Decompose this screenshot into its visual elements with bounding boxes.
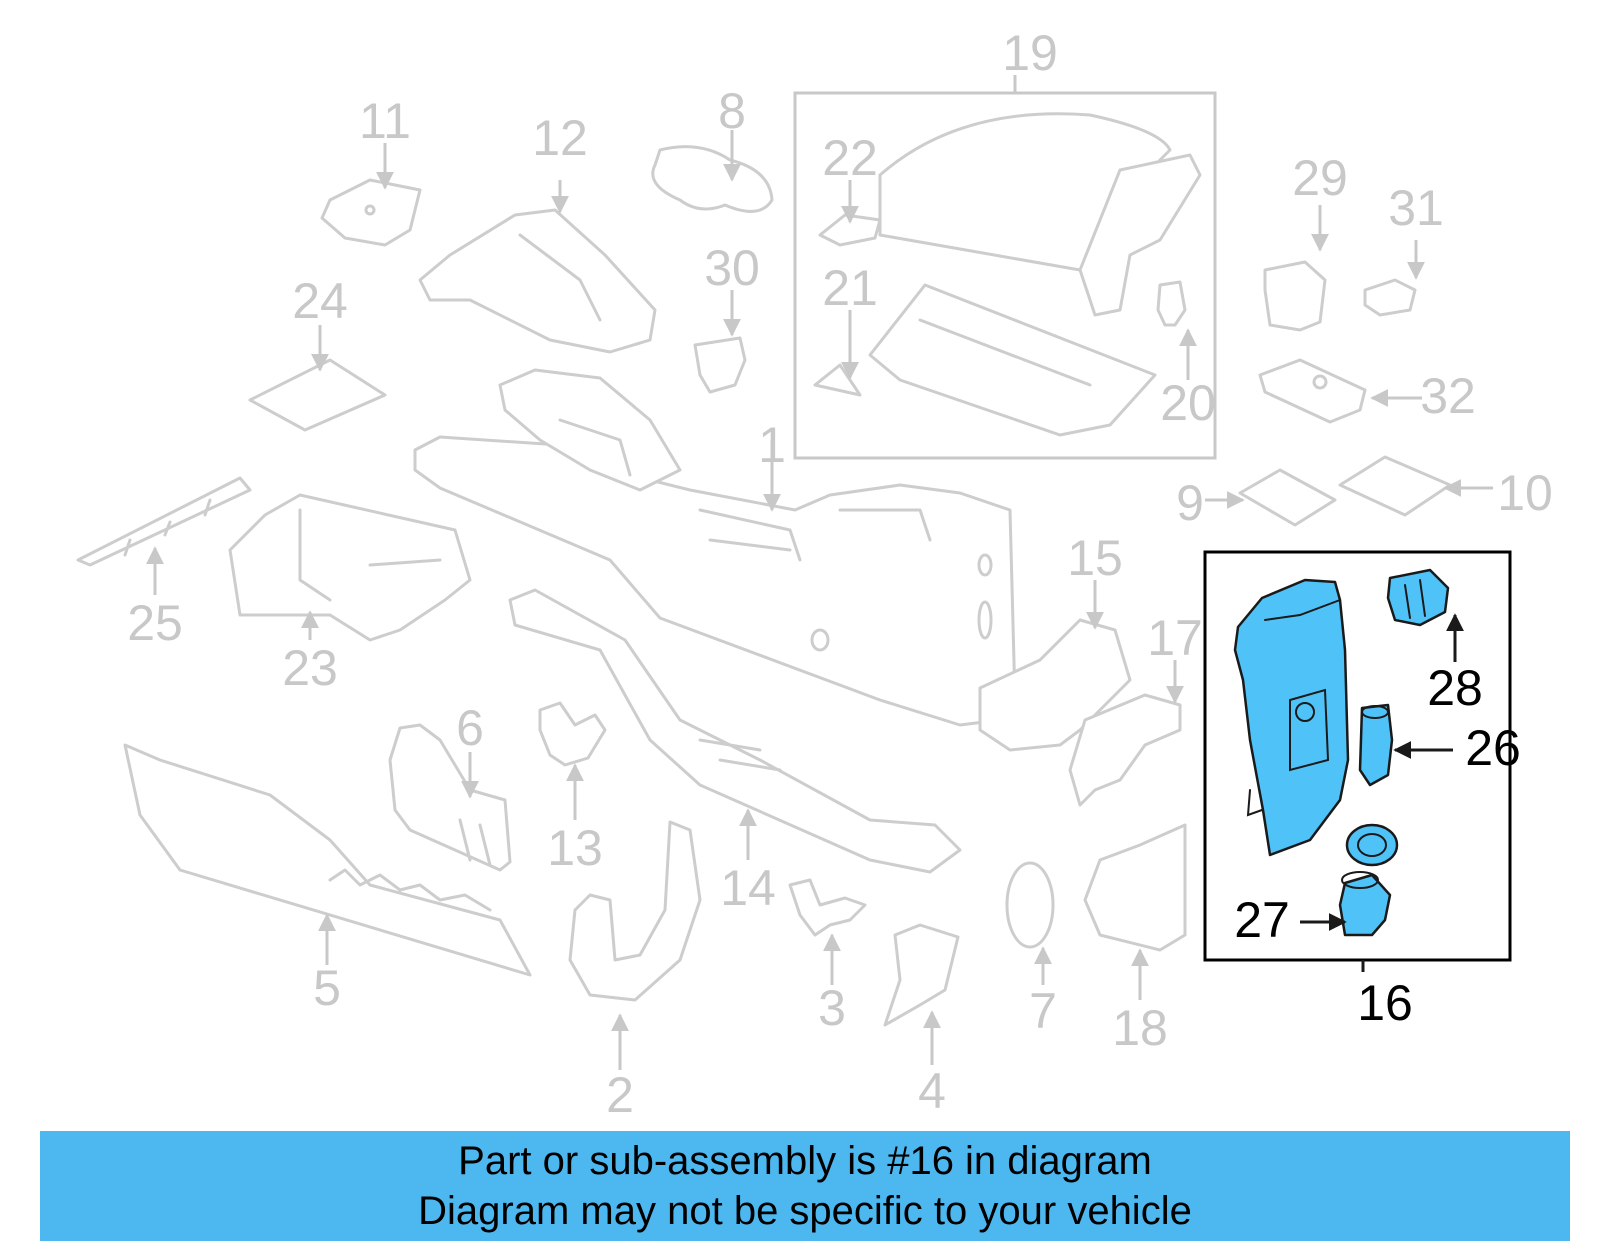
part-1-console[interactable] [413,368,1017,727]
callout-3: 3 [818,980,846,1036]
part-25-strip[interactable] [76,476,252,567]
callout-7: 7 [1029,983,1057,1039]
part-20-bumper[interactable] [1156,280,1187,327]
part-4-panel[interactable] [883,923,960,1027]
callout-30: 30 [704,240,760,296]
part-32-bracket[interactable] [1258,358,1367,424]
part-2-side-trim[interactable] [568,820,702,1002]
banner-line-2: Diagram may not be specific to your vehi… [418,1189,1192,1233]
callout-15: 15 [1067,530,1123,586]
callout-13: 13 [547,820,603,876]
part-26-socket-highlighted[interactable] [1358,703,1394,787]
callout-23: 23 [282,640,338,696]
part-22-pad[interactable] [818,213,882,247]
info-banner: Part or sub-assembly is #16 in diagram D… [40,1131,1570,1241]
callout-19: 19 [1002,25,1058,81]
part-3-bracket[interactable] [788,878,867,937]
callout-21: 21 [822,260,878,316]
callout-25: 25 [127,595,183,651]
callout-31: 31 [1388,180,1444,236]
part-21-bin[interactable] [813,283,1157,437]
part-28-switch-highlighted[interactable] [1386,568,1450,627]
part-17-panel[interactable] [1068,693,1182,807]
part-27-outlet-highlighted[interactable] [1338,823,1399,937]
banner-line-1: Part or sub-assembly is #16 in diagram [458,1139,1152,1183]
callout-17: 17 [1147,610,1203,666]
callout-28: 28 [1427,660,1483,716]
leader-arrows [146,130,1493,1070]
leader-arrows-highlighted [1300,613,1464,931]
callout-5: 5 [313,960,341,1016]
callout-1: 1 [758,417,786,473]
callout-20: 20 [1160,375,1216,431]
callout-10: 10 [1497,465,1553,521]
part-5-lower-trim[interactable] [123,743,532,977]
part-8-mat[interactable] [651,145,774,213]
part-9-pad[interactable] [1238,468,1337,527]
box-subassembly-16 [1203,550,1512,962]
part-10-pad[interactable] [1338,455,1452,517]
part-30-switch[interactable] [693,336,747,394]
callout-22: 22 [822,130,878,186]
callout-29: 29 [1292,150,1348,206]
callout-11: 11 [359,93,411,149]
callout-9: 9 [1176,475,1204,531]
callout-16: 16 [1357,975,1413,1031]
callout-14: 14 [720,860,776,916]
part-29-switch[interactable] [1263,260,1327,332]
callout-4: 4 [918,1063,946,1119]
callout-12: 12 [532,110,588,166]
callout-32: 32 [1420,368,1476,424]
callout-8: 8 [718,83,746,139]
part-6-panel[interactable] [388,723,512,872]
part-19-armrest-lid[interactable] [878,112,1202,317]
callout-18: 18 [1112,1000,1168,1056]
box-armrest-assembly [793,91,1217,460]
part-13-clip[interactable] [538,701,607,767]
callout-6: 6 [456,700,484,756]
callout-2: 2 [606,1067,634,1123]
part-14-bracket[interactable] [508,588,962,874]
part-12-shift-bezel[interactable] [418,208,657,354]
part-31-switch[interactable] [1363,278,1417,317]
callout-labels: 1 2 3 4 5 6 7 8 9 10 11 12 13 14 15 16 1… [127,25,1553,1123]
callout-24: 24 [292,273,348,329]
callout-26: 26 [1465,720,1521,776]
callout-27: 27 [1234,892,1290,948]
part-24-mat[interactable] [248,358,387,432]
part-18-panel[interactable] [1083,823,1187,952]
part-23-tray[interactable] [228,493,472,642]
part-7-cover[interactable] [1005,861,1055,949]
part-16-console-panel-highlighted[interactable] [1233,578,1350,857]
part-11-pad[interactable] [320,178,422,247]
